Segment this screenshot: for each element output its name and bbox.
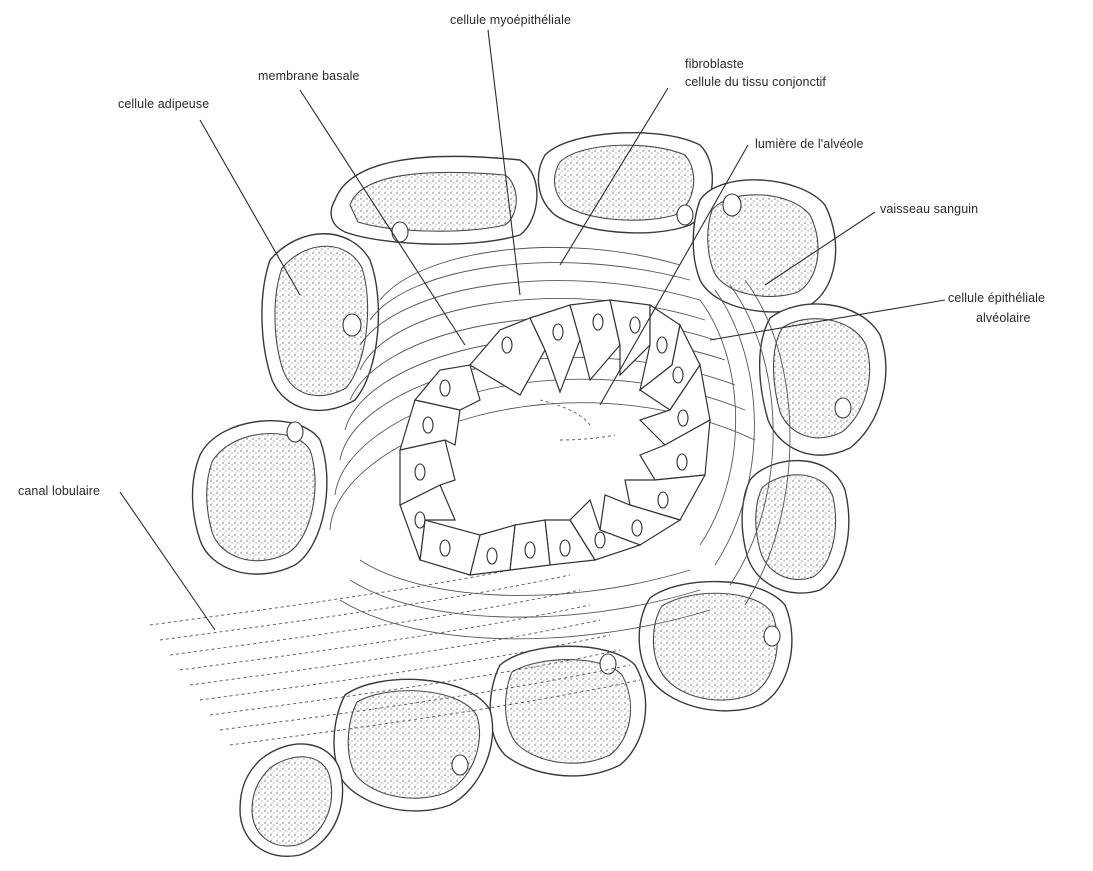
adipocyte-4 — [760, 304, 886, 455]
label-fibroblast: fibroblaste — [685, 57, 744, 71]
adipocyte-10 — [193, 421, 327, 574]
adipocyte-9 — [240, 744, 343, 856]
label-blood-vessel: vaisseau sanguin — [880, 202, 978, 216]
label-connective-cell: cellule du tissu conjonctif — [685, 75, 826, 89]
leader-adipocyte — [200, 120, 300, 295]
label-lobular-duct: canal lobulaire — [18, 484, 100, 498]
labels: cellule myoépithéliale membrane basale f… — [18, 13, 1045, 498]
adipocyte-1 — [331, 156, 537, 244]
label-alveolar-epithelial-1: cellule épithéliale — [948, 291, 1045, 305]
adipocyte-7 — [490, 646, 646, 776]
label-basement-membrane: membrane basale — [258, 69, 360, 83]
adipocyte-8 — [334, 679, 493, 811]
label-adipocyte: cellule adipeuse — [118, 97, 209, 111]
label-myoepithelial: cellule myoépithéliale — [450, 13, 571, 27]
adipocyte-11 — [262, 234, 378, 411]
adipocyte-ring — [193, 133, 886, 857]
label-alveolar-epithelial-2: alvéolaire — [976, 311, 1031, 325]
adipocyte-3 — [693, 180, 835, 312]
alveolar-epithelium — [400, 300, 710, 575]
adipocyte-2 — [538, 133, 712, 233]
label-alveolar-lumen: lumière de l'alvéole — [755, 137, 864, 151]
connective-fibers — [330, 247, 790, 638]
adipocyte-6 — [639, 582, 792, 711]
